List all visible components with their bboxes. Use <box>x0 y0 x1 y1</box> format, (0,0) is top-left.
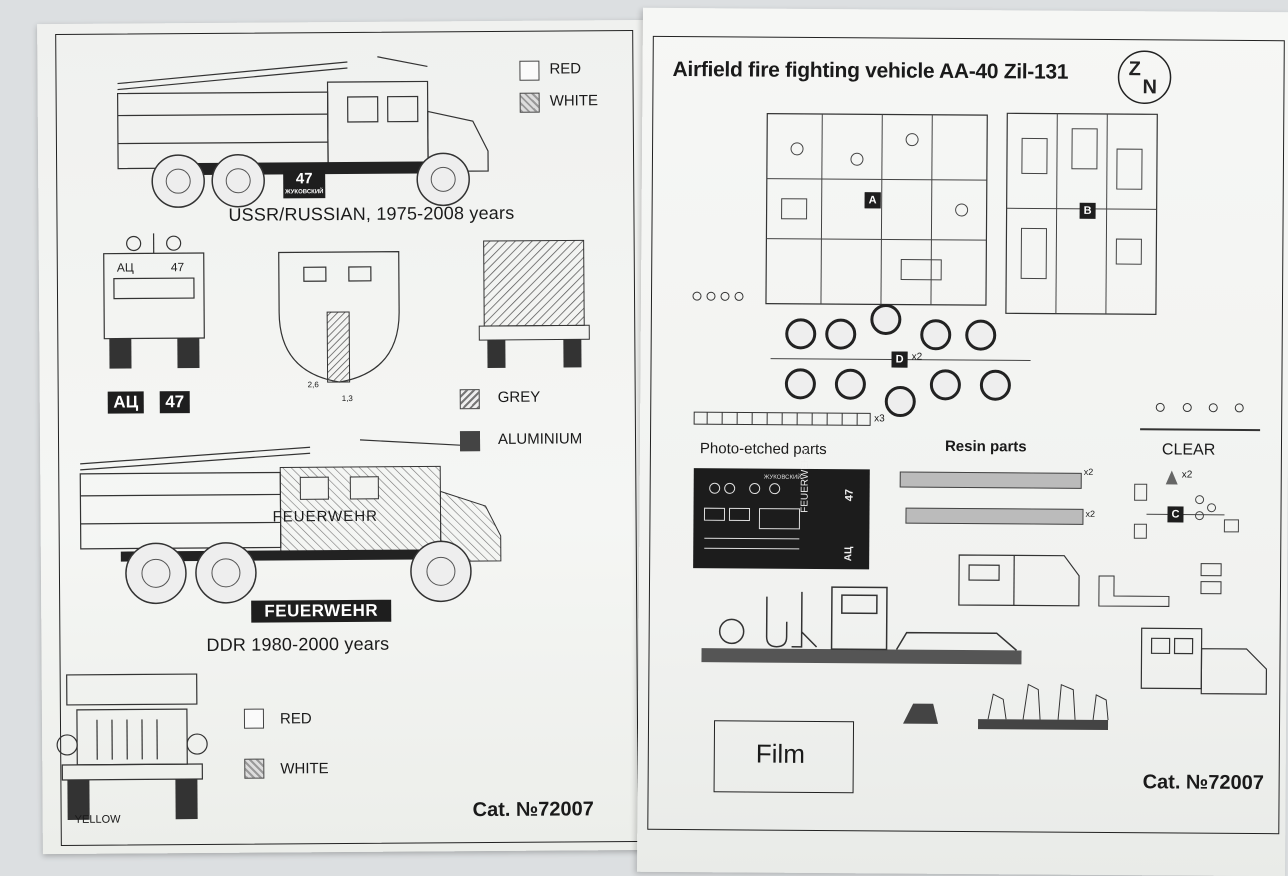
plate-number: 47 <box>283 170 325 188</box>
plate-city: ЖУКОВСКИЙ <box>283 188 325 196</box>
film-label: Film <box>756 739 805 770</box>
swatch-label-grey: GREY <box>498 389 541 406</box>
ussr-truck-front-view: АЦ 47 <box>79 223 230 374</box>
swatch-label-red-top: RED <box>549 60 581 77</box>
dim-b: 1,3 <box>342 394 353 403</box>
swatch-label-red-bottom: RED <box>280 710 312 727</box>
ladder-multiplier: x3 <box>874 413 885 424</box>
sprue-a-diagram <box>761 109 992 311</box>
swatch-white-bottom <box>244 759 264 779</box>
ussr-truck-rear-view <box>458 220 609 371</box>
sheet-title: Airfield fire fighting vehicle AA-40 Zil… <box>673 58 1069 85</box>
ussr-truck-top-view <box>269 232 410 393</box>
resin-bar-2 <box>905 508 1083 525</box>
ddr-caption: DDR 1980-2000 years <box>206 634 389 656</box>
resin-multiplier-1: x2 <box>1084 467 1094 477</box>
maker-logo-icon: Z N <box>1114 47 1174 107</box>
sprue-d-label: D <box>892 351 908 367</box>
swatch-grey <box>460 389 480 409</box>
right-instruction-sheet: Airfield fire fighting vehicle AA-40 Zil… <box>637 8 1288 876</box>
ladder-part <box>692 410 872 427</box>
dim-a: 2,6 <box>308 380 319 389</box>
photo-etched-fret: ЖУКОВСКИЙ FEUERWEHR 47 АЦ <box>693 468 870 569</box>
right-catalog-number: Cat. №72007 <box>1143 771 1264 795</box>
yellow-label: YELLOW <box>75 814 121 826</box>
pe-parts-graphic <box>699 473 810 564</box>
pe-city: ЖУКОВСКИЙ <box>764 475 802 481</box>
swatch-red-top <box>519 61 539 81</box>
pe-47: 47 <box>844 489 856 501</box>
svg-text:Z: Z <box>1129 58 1141 80</box>
swatch-red-bottom <box>244 709 264 729</box>
clear-parts <box>1135 399 1265 440</box>
cab-assembly-part <box>1136 623 1277 704</box>
svg-text:N: N <box>1142 76 1157 98</box>
sprue-a-label: A <box>865 192 881 208</box>
resin-small-parts <box>898 674 1128 736</box>
sprue-c-diagram <box>1129 479 1249 550</box>
ddr-feuerwehr-plate: FEUERWEHR <box>251 600 391 623</box>
ddr-feuerwehr-side: FEUERWEHR <box>272 508 378 526</box>
front-text-left: АЦ <box>117 260 134 274</box>
clear-label: CLEAR <box>1162 441 1215 459</box>
pe-ac: АЦ <box>843 547 854 562</box>
swatch-label-white-bottom: WHITE <box>280 760 328 777</box>
swatch-white-top <box>520 93 540 113</box>
marking-47: 47 <box>160 391 190 413</box>
left-instruction-sheet: 47 ЖУКОВСКИЙ RED WHITE USSR/RUSSIAN, 197… <box>37 20 655 854</box>
ussr-plate: 47 ЖУКОВСКИЙ <box>283 170 325 198</box>
resin-bar-1 <box>900 472 1082 489</box>
front-text-right: 47 <box>171 260 185 274</box>
resin-label: Resin parts <box>945 438 1027 456</box>
left-catalog-number: Cat. №72007 <box>473 798 594 822</box>
ddr-truck-front-view <box>42 659 223 840</box>
sprue-c-label: C <box>1167 506 1183 522</box>
resin-multiplier-2: x2 <box>1085 509 1095 519</box>
resin-base-parts <box>696 576 1027 668</box>
sprue-d-multiplier: x2 <box>912 352 923 363</box>
pe-feuerwehr: FEUERWEHR <box>800 449 811 513</box>
marking-ac: АЦ <box>108 391 144 413</box>
misc-part-1 <box>1094 571 1174 612</box>
misc-part-2 <box>1199 562 1229 598</box>
swatch-label-white-top: WHITE <box>550 92 598 109</box>
small-parts-row <box>689 288 749 308</box>
sprue-b-label: B <box>1080 203 1096 219</box>
